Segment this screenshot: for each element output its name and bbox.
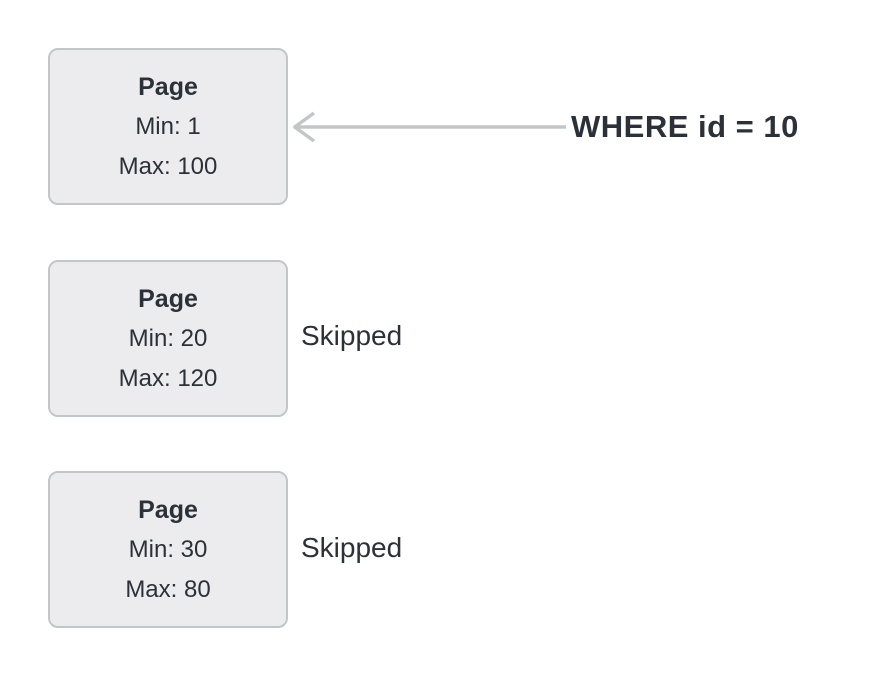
skipped-label: Skipped <box>301 532 403 563</box>
page-box-max: Max: 100 <box>118 152 218 180</box>
page-box-min: Min: 1 <box>135 112 201 140</box>
page-box-title: Page <box>138 72 198 101</box>
page-box-3: Page Min: 30 Max: 80 <box>48 471 288 628</box>
page-box-min: Min: 20 <box>128 324 208 352</box>
page-box-1: Page Min: 1 Max: 100 <box>48 48 288 205</box>
skipped-label: Skipped <box>301 320 403 351</box>
page-box-title: Page <box>138 495 198 524</box>
page-box-max: Max: 120 <box>118 364 218 392</box>
page-box-title: Page <box>138 284 198 313</box>
page-box-max: Max: 80 <box>125 575 211 603</box>
arrow-left-icon <box>292 111 566 143</box>
page-box-2: Page Min: 20 Max: 120 <box>48 260 288 417</box>
page-box-min: Min: 30 <box>128 535 208 563</box>
arrow-barb-top <box>292 111 316 129</box>
arrow-barb-bottom <box>292 125 316 143</box>
where-clause-label: WHERE id = 10 <box>571 109 799 144</box>
